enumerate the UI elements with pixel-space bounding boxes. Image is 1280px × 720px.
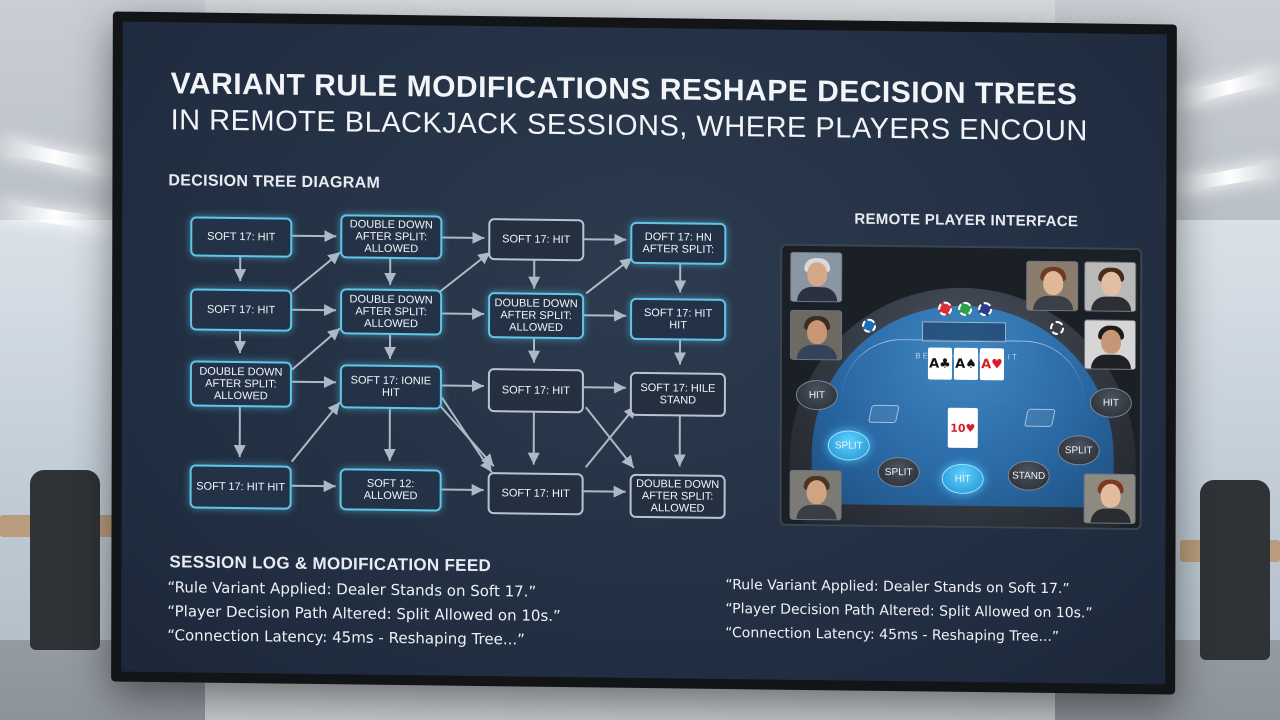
tree-node[interactable]: Soft 17: Hit xyxy=(190,288,293,332)
ceiling-light xyxy=(1179,161,1280,193)
dealer-card: A♠ xyxy=(953,347,979,381)
tree-edge xyxy=(584,405,637,468)
tree-edge xyxy=(585,257,633,295)
tree-edge xyxy=(291,376,336,389)
tree-node[interactable]: Double Down After Split: Allowed xyxy=(340,214,443,260)
split-button-center[interactable]: Split xyxy=(877,456,920,488)
tree-node[interactable]: Soft 17: Hit xyxy=(190,216,293,258)
tree-node[interactable]: Double Down After Split: Allowed xyxy=(629,473,726,519)
tree-edge xyxy=(441,483,484,496)
dealer-tray xyxy=(922,321,1007,343)
tree-node[interactable]: Soft 17: Hit xyxy=(487,368,584,414)
tree-edge xyxy=(441,396,493,473)
tree-edge xyxy=(439,251,491,293)
player-avatar[interactable] xyxy=(1026,260,1079,312)
player-avatar[interactable] xyxy=(789,309,843,361)
dealer-card: A♥ xyxy=(979,348,1005,381)
tree-edge xyxy=(584,309,627,322)
chip-icon xyxy=(1050,320,1065,336)
tree-node[interactable]: Soft 17: Hile Stand xyxy=(629,371,726,418)
bet-spot[interactable] xyxy=(1023,408,1056,427)
tree-edge xyxy=(292,230,337,243)
player-avatar[interactable] xyxy=(789,469,842,521)
split-button-left[interactable]: Split xyxy=(827,430,870,461)
tree-node[interactable]: Double Down After Split: Allowed xyxy=(189,360,292,408)
player-avatar[interactable] xyxy=(1083,473,1136,525)
player-avatar[interactable] xyxy=(790,251,843,303)
tree-connectors xyxy=(233,230,687,498)
tree-edge xyxy=(584,233,627,246)
tree-edge xyxy=(291,251,341,293)
tree-node[interactable]: Soft 12: Allowed xyxy=(339,468,442,512)
remote-player-panel: ВЕТ | НОМ | SPLIT A♣ A♠ A♥ 10♥ Hit Hit S… xyxy=(779,243,1143,531)
tree-edge xyxy=(291,327,341,371)
wall-monitor: Variant Rule Modifications Reshape Decis… xyxy=(111,11,1177,695)
tree-edge xyxy=(583,485,626,498)
tree-node[interactable]: Soft 17: Hit xyxy=(488,218,585,262)
tree-edge xyxy=(442,307,485,320)
stand-button[interactable]: Stand xyxy=(1007,460,1050,491)
tree-edge xyxy=(442,231,485,244)
bet-spot[interactable] xyxy=(867,404,900,424)
monitor-screen: Variant Rule Modifications Reshape Decis… xyxy=(121,21,1167,685)
ceiling-light xyxy=(0,138,111,176)
chip-icon xyxy=(938,301,953,316)
tree-node[interactable]: Double Down After Split: Allowed xyxy=(340,288,443,336)
background-chair xyxy=(30,470,100,650)
background-chair xyxy=(1200,480,1270,660)
split-button-right[interactable]: Split xyxy=(1057,435,1100,466)
hit-button-center[interactable]: Hit xyxy=(941,463,984,495)
tree-edge xyxy=(292,304,337,317)
dealer-card: A♣ xyxy=(927,347,953,380)
chip-icon xyxy=(978,302,993,317)
tree-node[interactable]: Soft 17: Hit Hit xyxy=(630,297,727,342)
tree-node[interactable]: Soft 17: Ionie Hit xyxy=(339,364,442,410)
hit-button-right[interactable]: Hit xyxy=(1089,387,1132,418)
tree-node[interactable]: Doft 17: Hn After Split: xyxy=(630,221,727,266)
player-avatar[interactable] xyxy=(1083,319,1137,371)
tree-edge xyxy=(291,480,336,493)
hit-button-left[interactable]: Hit xyxy=(795,379,838,411)
chip-icon xyxy=(862,318,877,333)
log-section-label: Session Log & Modification Feed xyxy=(169,552,492,576)
tree-edge xyxy=(583,381,626,394)
player-card: 10♥ xyxy=(947,407,978,449)
interface-section-label: Remote Player Interface xyxy=(854,210,1079,231)
tree-edge xyxy=(290,401,341,463)
chip-icon xyxy=(958,301,973,317)
ceiling-light xyxy=(1179,68,1280,106)
tree-node[interactable]: Soft 17: Hit Hit xyxy=(189,464,292,510)
player-avatar[interactable] xyxy=(1084,261,1137,313)
tree-node[interactable]: Double Down After Split: Allowed xyxy=(488,292,585,340)
tree-edge xyxy=(441,379,484,392)
tree-node[interactable]: Soft 17: Hit xyxy=(487,472,584,516)
